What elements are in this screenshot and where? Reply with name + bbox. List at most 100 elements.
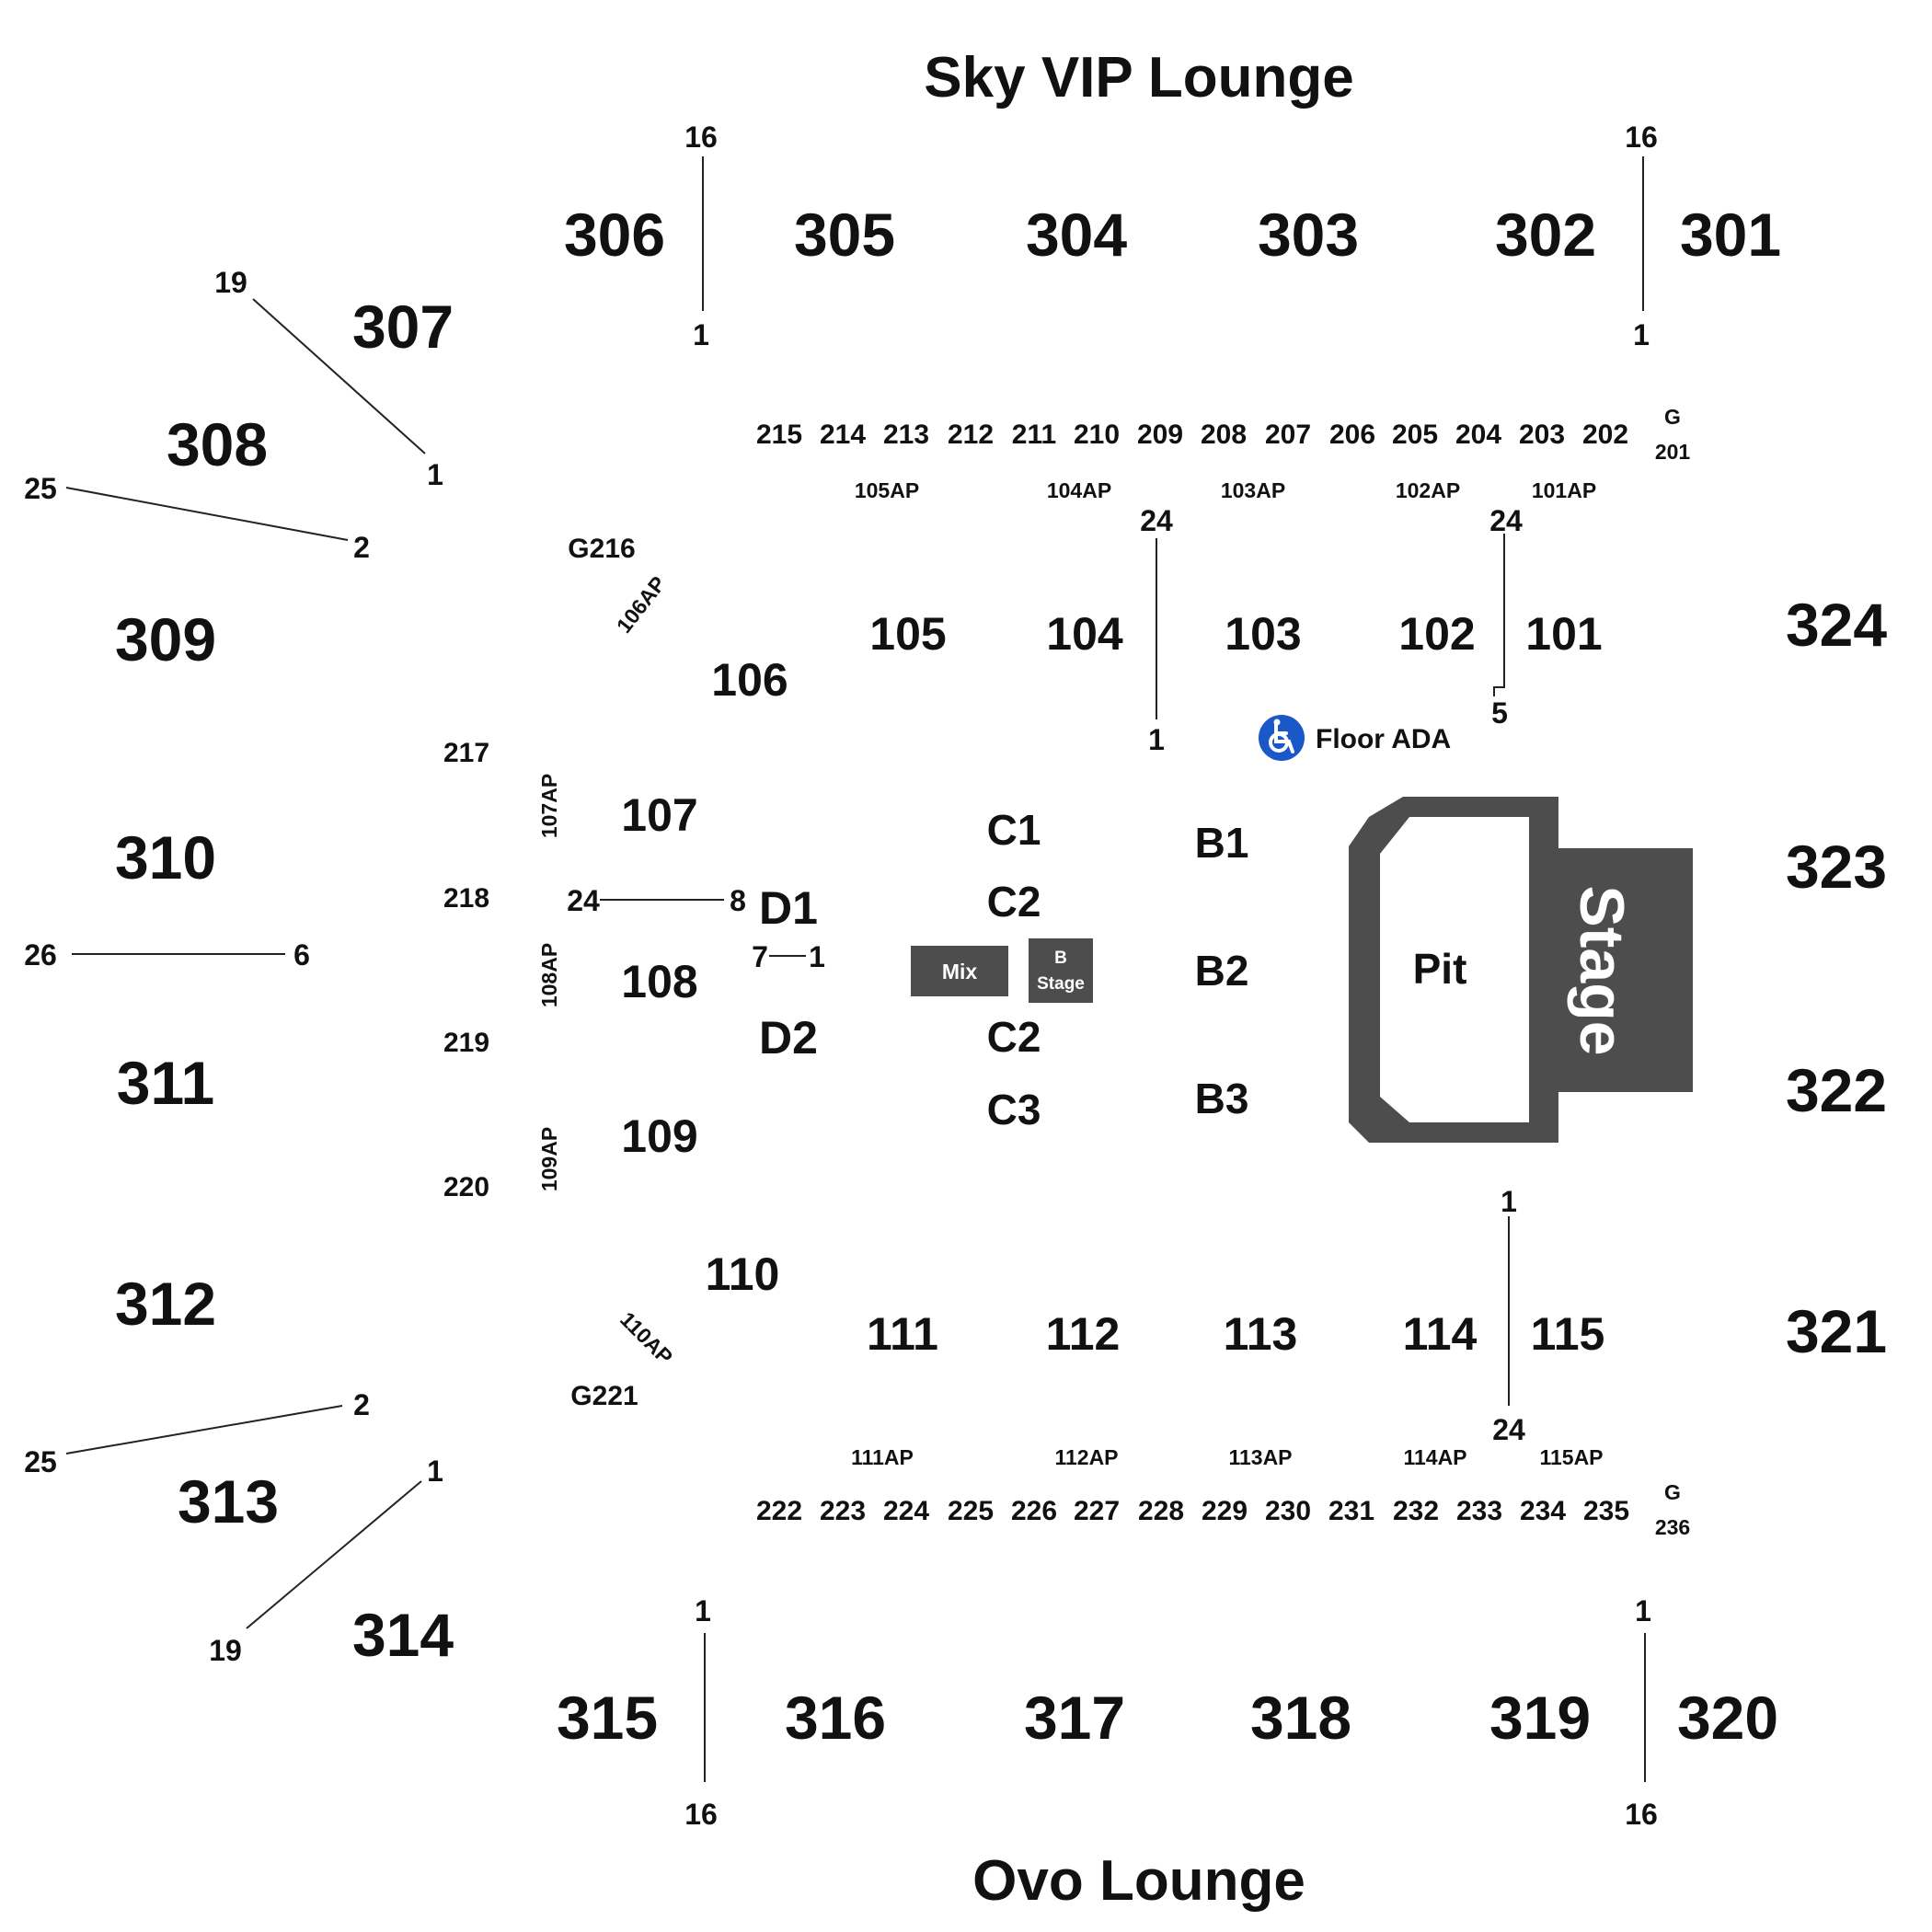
section-103ap[interactable]: 103AP bbox=[1221, 478, 1285, 502]
section-203[interactable]: 203 bbox=[1519, 420, 1565, 450]
section-201[interactable]: 201 bbox=[1655, 440, 1691, 464]
section-112ap[interactable]: 112AP bbox=[1054, 1445, 1118, 1469]
lounge-ovo[interactable]: Ovo Lounge bbox=[972, 1849, 1305, 1913]
section-218[interactable]: 218 bbox=[443, 883, 489, 914]
section-220[interactable]: 220 bbox=[443, 1172, 489, 1202]
floor-section-d2[interactable]: D2 bbox=[759, 1012, 818, 1064]
section-207[interactable]: 207 bbox=[1265, 420, 1311, 450]
section-233[interactable]: 233 bbox=[1456, 1496, 1502, 1526]
section-302[interactable]: 302 bbox=[1495, 201, 1596, 269]
section-111[interactable]: 111 bbox=[867, 1308, 938, 1360]
section-227[interactable]: 227 bbox=[1074, 1496, 1120, 1526]
floor-section-d1[interactable]: D1 bbox=[759, 882, 818, 934]
section-314[interactable]: 314 bbox=[352, 1601, 454, 1669]
section-115ap[interactable]: 115AP bbox=[1539, 1445, 1603, 1469]
section-224[interactable]: 224 bbox=[883, 1496, 929, 1526]
section-212[interactable]: 212 bbox=[948, 420, 994, 450]
section-g216[interactable]: G216 bbox=[568, 534, 635, 564]
section-101ap[interactable]: 101AP bbox=[1532, 478, 1596, 502]
section-104ap[interactable]: 104AP bbox=[1047, 478, 1111, 502]
section-305[interactable]: 305 bbox=[794, 201, 895, 269]
section-228[interactable]: 228 bbox=[1138, 1496, 1184, 1526]
section-115[interactable]: 115 bbox=[1531, 1308, 1605, 1360]
section-232[interactable]: 232 bbox=[1393, 1496, 1439, 1526]
section-315[interactable]: 315 bbox=[557, 1684, 658, 1752]
section-210[interactable]: 210 bbox=[1074, 420, 1120, 450]
section-303[interactable]: 303 bbox=[1258, 201, 1359, 269]
section-114[interactable]: 114 bbox=[1403, 1308, 1478, 1360]
section-319[interactable]: 319 bbox=[1489, 1684, 1591, 1752]
section-322[interactable]: 322 bbox=[1786, 1056, 1887, 1124]
b-stage[interactable] bbox=[1029, 938, 1093, 1003]
section-308[interactable]: 308 bbox=[167, 410, 268, 478]
section-109[interactable]: 109 bbox=[621, 1110, 697, 1162]
section-321[interactable]: 321 bbox=[1786, 1297, 1887, 1365]
section-230[interactable]: 230 bbox=[1265, 1496, 1311, 1526]
section-104[interactable]: 104 bbox=[1046, 608, 1123, 660]
section-105ap[interactable]: 105AP bbox=[855, 478, 919, 502]
section-114ap[interactable]: 114AP bbox=[1403, 1445, 1466, 1469]
section-320[interactable]: 320 bbox=[1677, 1684, 1778, 1752]
floor-section-c1[interactable]: C1 bbox=[987, 806, 1041, 854]
section-108ap[interactable]: 108AP bbox=[537, 943, 561, 1007]
section-211[interactable]: 211 bbox=[1012, 420, 1056, 450]
section-112[interactable]: 112 bbox=[1046, 1308, 1121, 1360]
section-102ap[interactable]: 102AP bbox=[1396, 478, 1460, 502]
section-229[interactable]: 229 bbox=[1202, 1496, 1248, 1526]
section-108[interactable]: 108 bbox=[621, 956, 697, 1007]
section-209[interactable]: 209 bbox=[1137, 420, 1183, 450]
section-306[interactable]: 306 bbox=[564, 201, 665, 269]
section-g221[interactable]: G221 bbox=[570, 1381, 638, 1411]
section-222[interactable]: 222 bbox=[756, 1496, 802, 1526]
floor-section-b2[interactable]: B2 bbox=[1195, 947, 1249, 995]
section-110[interactable]: 110 bbox=[706, 1248, 780, 1300]
section-113[interactable]: 113 bbox=[1224, 1308, 1298, 1360]
section-225[interactable]: 225 bbox=[948, 1496, 994, 1526]
section-214[interactable]: 214 bbox=[820, 420, 866, 450]
section-301[interactable]: 301 bbox=[1680, 201, 1781, 269]
stage-area[interactable] bbox=[1527, 797, 1693, 1143]
section-205[interactable]: 205 bbox=[1392, 420, 1438, 450]
section-324[interactable]: 324 bbox=[1786, 591, 1887, 659]
section-111ap[interactable]: 111AP bbox=[851, 1445, 914, 1469]
section-105[interactable]: 105 bbox=[869, 608, 946, 660]
section-217[interactable]: 217 bbox=[443, 738, 489, 768]
mix-position[interactable] bbox=[911, 946, 1008, 996]
section-101[interactable]: 101 bbox=[1525, 608, 1602, 660]
section-204[interactable]: 204 bbox=[1455, 420, 1501, 450]
floor-section-c2-lower[interactable]: C2 bbox=[987, 1013, 1041, 1061]
section-323[interactable]: 323 bbox=[1786, 833, 1887, 901]
section-223[interactable]: 223 bbox=[820, 1496, 866, 1526]
section-316[interactable]: 316 bbox=[785, 1684, 886, 1752]
section-307[interactable]: 307 bbox=[352, 293, 454, 361]
section-313[interactable]: 313 bbox=[178, 1467, 279, 1535]
section-236[interactable]: 236 bbox=[1655, 1515, 1690, 1539]
floor-section-c2-upper[interactable]: C2 bbox=[987, 878, 1041, 926]
section-103[interactable]: 103 bbox=[1225, 608, 1301, 660]
section-226[interactable]: 226 bbox=[1011, 1496, 1057, 1526]
section-318[interactable]: 318 bbox=[1250, 1684, 1351, 1752]
section-311[interactable]: 311 bbox=[117, 1049, 214, 1117]
section-215[interactable]: 215 bbox=[756, 420, 802, 450]
section-107[interactable]: 107 bbox=[621, 789, 697, 841]
section-312[interactable]: 312 bbox=[115, 1270, 216, 1338]
floor-ada[interactable]: Floor ADA bbox=[1259, 715, 1451, 761]
section-102[interactable]: 102 bbox=[1398, 608, 1475, 660]
section-213[interactable]: 213 bbox=[883, 420, 929, 450]
section-235[interactable]: 235 bbox=[1583, 1496, 1629, 1526]
section-219[interactable]: 219 bbox=[443, 1028, 489, 1058]
section-234[interactable]: 234 bbox=[1520, 1496, 1566, 1526]
section-309[interactable]: 309 bbox=[115, 605, 216, 673]
section-113ap[interactable]: 113AP bbox=[1228, 1445, 1292, 1469]
section-304[interactable]: 304 bbox=[1026, 201, 1127, 269]
section-208[interactable]: 208 bbox=[1201, 420, 1247, 450]
section-106ap[interactable]: 106AP bbox=[612, 571, 671, 637]
section-206[interactable]: 206 bbox=[1329, 420, 1375, 450]
section-109ap[interactable]: 109AP bbox=[537, 1127, 561, 1191]
section-110ap[interactable]: 110AP bbox=[615, 1307, 677, 1369]
floor-section-b3[interactable]: B3 bbox=[1195, 1075, 1249, 1122]
section-202[interactable]: 202 bbox=[1582, 420, 1628, 450]
floor-section-c3[interactable]: C3 bbox=[987, 1086, 1041, 1133]
lounge-sky-vip[interactable]: Sky VIP Lounge bbox=[924, 46, 1353, 109]
section-317[interactable]: 317 bbox=[1024, 1684, 1125, 1752]
